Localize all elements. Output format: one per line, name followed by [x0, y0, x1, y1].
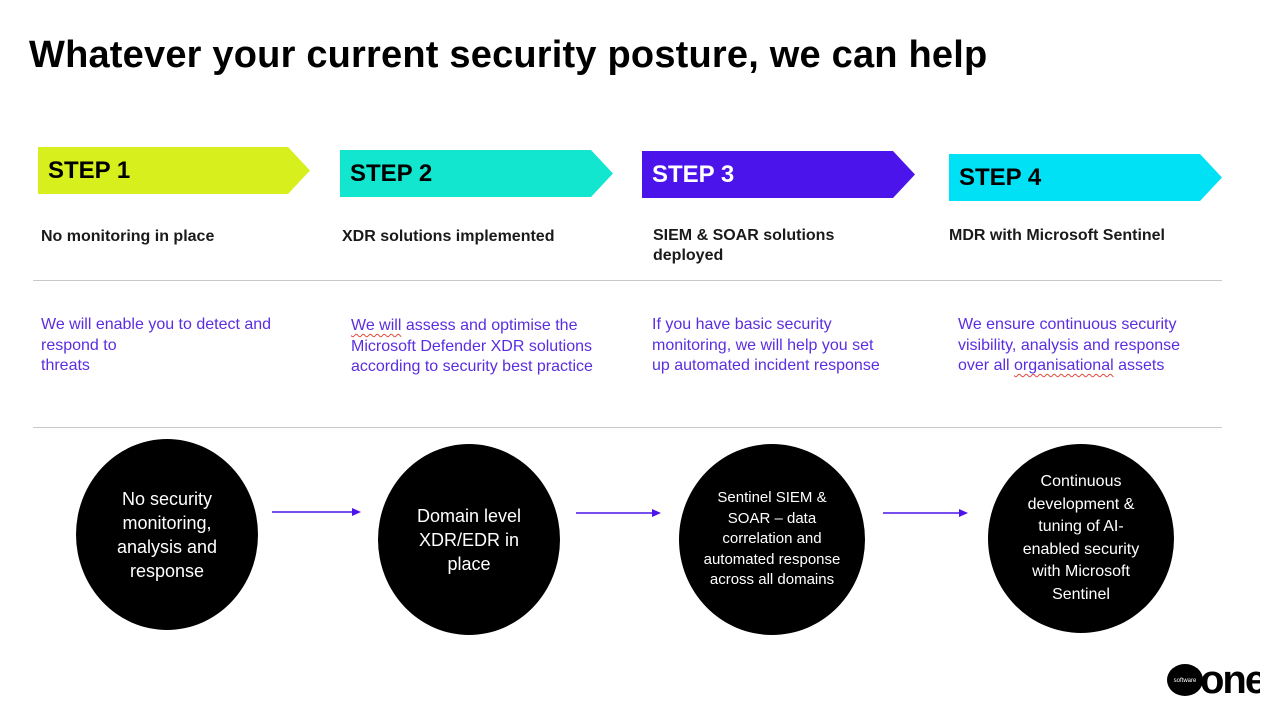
circle-text-line: Sentinel SIEM & — [717, 489, 827, 507]
circle-text-line: tuning of AI- — [1038, 518, 1124, 535]
step-2-description: We will assess and optimise the Microsof… — [351, 316, 593, 378]
description-line: Microsoft Defender XDR solutions — [351, 337, 592, 355]
step-3-label: STEP 3 — [652, 161, 735, 188]
description-line: over all organisational assets — [958, 357, 1165, 374]
description-line: We will enable you to detect and — [41, 316, 272, 333]
circle-text-line: Domain level — [416, 505, 522, 526]
flow-circle-2: Domain level XDR/EDR in place — [378, 444, 560, 635]
step-1-description: We will enable you to detect and respond… — [41, 315, 271, 377]
logo-main-text: one — [1200, 660, 1260, 700]
circle-text-line: across all domains — [709, 571, 835, 589]
circle-text-line: XDR/EDR in — [418, 529, 519, 550]
step-2-heading: XDR solutions implemented — [342, 228, 555, 245]
circle-text-line: place — [447, 553, 491, 574]
circle-text-line: automated response — [703, 550, 841, 568]
spellcheck-mark: We will — [351, 317, 402, 334]
step-2-banner: STEP 2 — [340, 150, 613, 197]
flow-circle-1-text: No security monitoring, analysis and res… — [117, 487, 217, 583]
description-line: If you have basic security — [652, 316, 832, 333]
step-2-arrow-shape — [340, 150, 613, 197]
description-line: We will assess and optimise the — [351, 317, 578, 334]
step-2-label: STEP 2 — [350, 160, 433, 187]
circle-text-line: correlation and — [722, 530, 822, 548]
step-1-banner: STEP 1 — [38, 147, 310, 194]
flow-arrow-3 — [883, 509, 968, 517]
divider-bottom — [33, 427, 1222, 428]
slide-title: Whatever your current security posture, … — [29, 34, 988, 76]
step-4-description: We ensure continuous security visibility… — [958, 315, 1180, 377]
logo-small-text: software — [1174, 678, 1197, 684]
circle-text-line: Sentinel — [1052, 585, 1110, 603]
description-line: according to security best practice — [351, 358, 593, 375]
circle-text-line: enabled security — [1022, 540, 1140, 558]
flow-arrow-1 — [272, 508, 361, 516]
circle-text-line: SOAR – data — [727, 509, 817, 527]
description-line: respond to — [41, 336, 117, 354]
circle-text-line: analysis and — [116, 536, 218, 557]
step-3-arrow-shape — [642, 151, 915, 198]
circle-text-line: monitoring, — [122, 512, 212, 533]
flow-circle-3: Sentinel SIEM & SOAR – data correlation … — [679, 444, 865, 635]
step-3-description: If you have basic security monitoring, w… — [652, 315, 880, 377]
step-3-heading-line: SIEM & SOAR solutions — [653, 227, 835, 244]
description-line: visibility, analysis and response — [958, 336, 1181, 354]
circle-text-line: Continuous — [1040, 473, 1122, 490]
step-3-heading-line: deployed — [653, 247, 724, 264]
divider-top — [33, 280, 1222, 281]
flow-circle-3-text: Sentinel SIEM & SOAR – data correlation … — [704, 488, 841, 591]
description-line: We ensure continuous security — [958, 316, 1177, 333]
flow-circle-2-text: Domain level XDR/EDR in place — [417, 504, 521, 576]
circle-text-line: No security — [121, 488, 212, 509]
flow-circle-4: Continuous development & tuning of AI- e… — [988, 444, 1174, 633]
spellcheck-mark: organisational — [1014, 357, 1114, 374]
step-1-label: STEP 1 — [48, 157, 131, 184]
flow-arrow-2 — [576, 509, 661, 517]
description-line: up automated incident response — [652, 357, 880, 374]
description-line: threats — [41, 357, 90, 374]
description-line: monitoring, we will help you set — [652, 336, 874, 354]
circle-text-line: with Microsoft — [1032, 563, 1130, 580]
step-3-banner: STEP 3 — [642, 151, 915, 198]
step-4-arrow-shape — [949, 154, 1222, 201]
step-4-label: STEP 4 — [959, 164, 1042, 191]
flow-circle-4-text: Continuous development & tuning of AI- e… — [1023, 471, 1140, 606]
step-1-heading: No monitoring in place — [41, 228, 215, 245]
step-4-banner: STEP 4 — [949, 154, 1222, 201]
step-1-arrow-shape — [38, 147, 310, 194]
circle-text-line: response — [129, 560, 205, 581]
flow-circle-1: No security monitoring, analysis and res… — [76, 439, 258, 630]
circle-text-line: development & — [1027, 495, 1135, 513]
step-3-heading: SIEM & SOAR solutions deployed — [653, 226, 834, 266]
softwareone-logo: software one — [1166, 658, 1268, 702]
step-4-heading: MDR with Microsoft Sentinel — [949, 227, 1165, 244]
softwareone-logo-mark: software one — [1167, 658, 1268, 702]
